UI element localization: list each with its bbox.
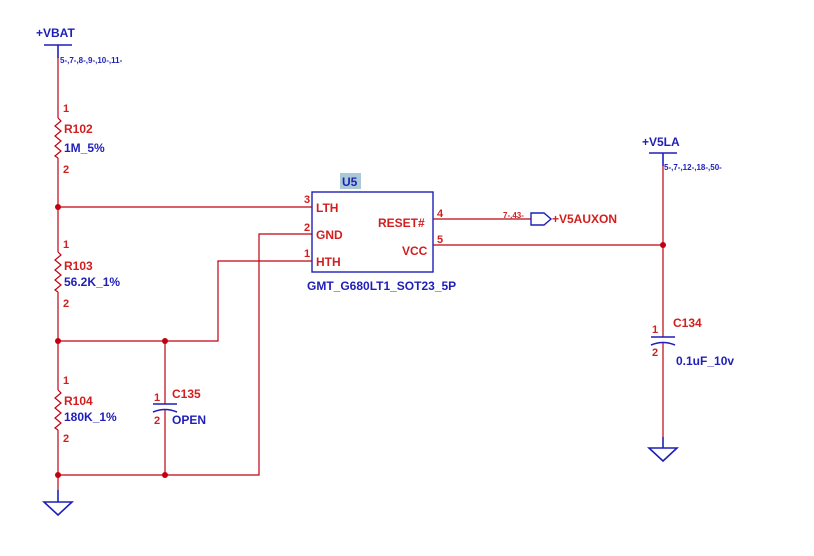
- u5-pin5-num: 5: [437, 234, 443, 246]
- r102-resistor-symbol: [53, 117, 62, 159]
- r103-ref: R103: [64, 259, 93, 273]
- junction-dot-gnd: [55, 472, 61, 478]
- u5-ic-body: [311, 191, 434, 273]
- wire-hth-net: [58, 260, 312, 342]
- u5-pin3-num: 3: [304, 194, 310, 206]
- r102-pin1: 1: [63, 103, 69, 115]
- r104-resistor-symbol: [53, 389, 62, 431]
- junction-dot-c135-bottom: [162, 472, 168, 478]
- u5-pin4-num: 4: [437, 208, 444, 220]
- c135-pin2: 2: [154, 415, 160, 427]
- u5-ref-highlight: [340, 173, 361, 189]
- r104-pin1: 1: [63, 375, 69, 387]
- vbat-label: +VBAT: [36, 26, 75, 40]
- r102-pin2: 2: [63, 164, 69, 176]
- c135-pin1: 1: [154, 392, 160, 404]
- c135-capacitor-symbol: [152, 403, 178, 413]
- u5-pin-vcc: VCC: [402, 244, 428, 258]
- vbat-refs: 5-,7-,8-,9-,10-,11-: [60, 56, 123, 65]
- ground-symbol-left: [41, 490, 75, 517]
- wire-gnd-net: [58, 233, 312, 476]
- c134-capacitor-symbol: [650, 336, 676, 346]
- r104-value: 180K_1%: [64, 410, 117, 424]
- u5-pin2-num: 2: [304, 222, 310, 234]
- u5-pin-lth: LTH: [316, 201, 338, 215]
- u5-pin1-num: 1: [304, 248, 310, 260]
- c134-ref: C134: [673, 316, 702, 330]
- c135-value: OPEN: [172, 413, 206, 427]
- r102-value: 1M_5%: [64, 141, 105, 155]
- u5-pin-hth: HTH: [316, 255, 341, 269]
- r103-pin1: 1: [63, 239, 69, 251]
- junction-dot-hth: [55, 338, 61, 344]
- r104-ref: R104: [64, 394, 93, 408]
- junction-dot-c135-top: [162, 338, 168, 344]
- r103-pin2: 2: [63, 298, 69, 310]
- offpage-connector-symbol: [530, 212, 553, 226]
- u5-ref: U5: [342, 175, 358, 189]
- c134-pin2: 2: [652, 347, 658, 359]
- u5-pin-reset: RESET#: [378, 216, 425, 230]
- u5-pin-gnd: GND: [316, 228, 343, 242]
- c134-value: 0.1uF_10v: [676, 354, 734, 368]
- offpage-refs: 7-,43-: [503, 211, 524, 220]
- r103-value: 56.2K_1%: [64, 275, 120, 289]
- r102-ref: R102: [64, 122, 93, 136]
- u5-part-number: GMT_G680LT1_SOT23_5P: [307, 279, 456, 293]
- v5la-refs: 5-,7-,12-,18-,50-: [664, 163, 722, 172]
- v5la-label: +V5LA: [642, 135, 680, 149]
- vbat-power-symbol: [44, 44, 72, 58]
- v5la-power-symbol: [649, 152, 677, 166]
- offpage-label: +V5AUXON: [552, 212, 617, 226]
- r103-resistor-symbol: [53, 251, 62, 293]
- ground-symbol-right: [646, 437, 680, 463]
- c135-ref: C135: [172, 387, 201, 401]
- junction-dot-lth: [55, 204, 61, 210]
- c134-pin1: 1: [652, 324, 658, 336]
- r104-pin2: 2: [63, 433, 69, 445]
